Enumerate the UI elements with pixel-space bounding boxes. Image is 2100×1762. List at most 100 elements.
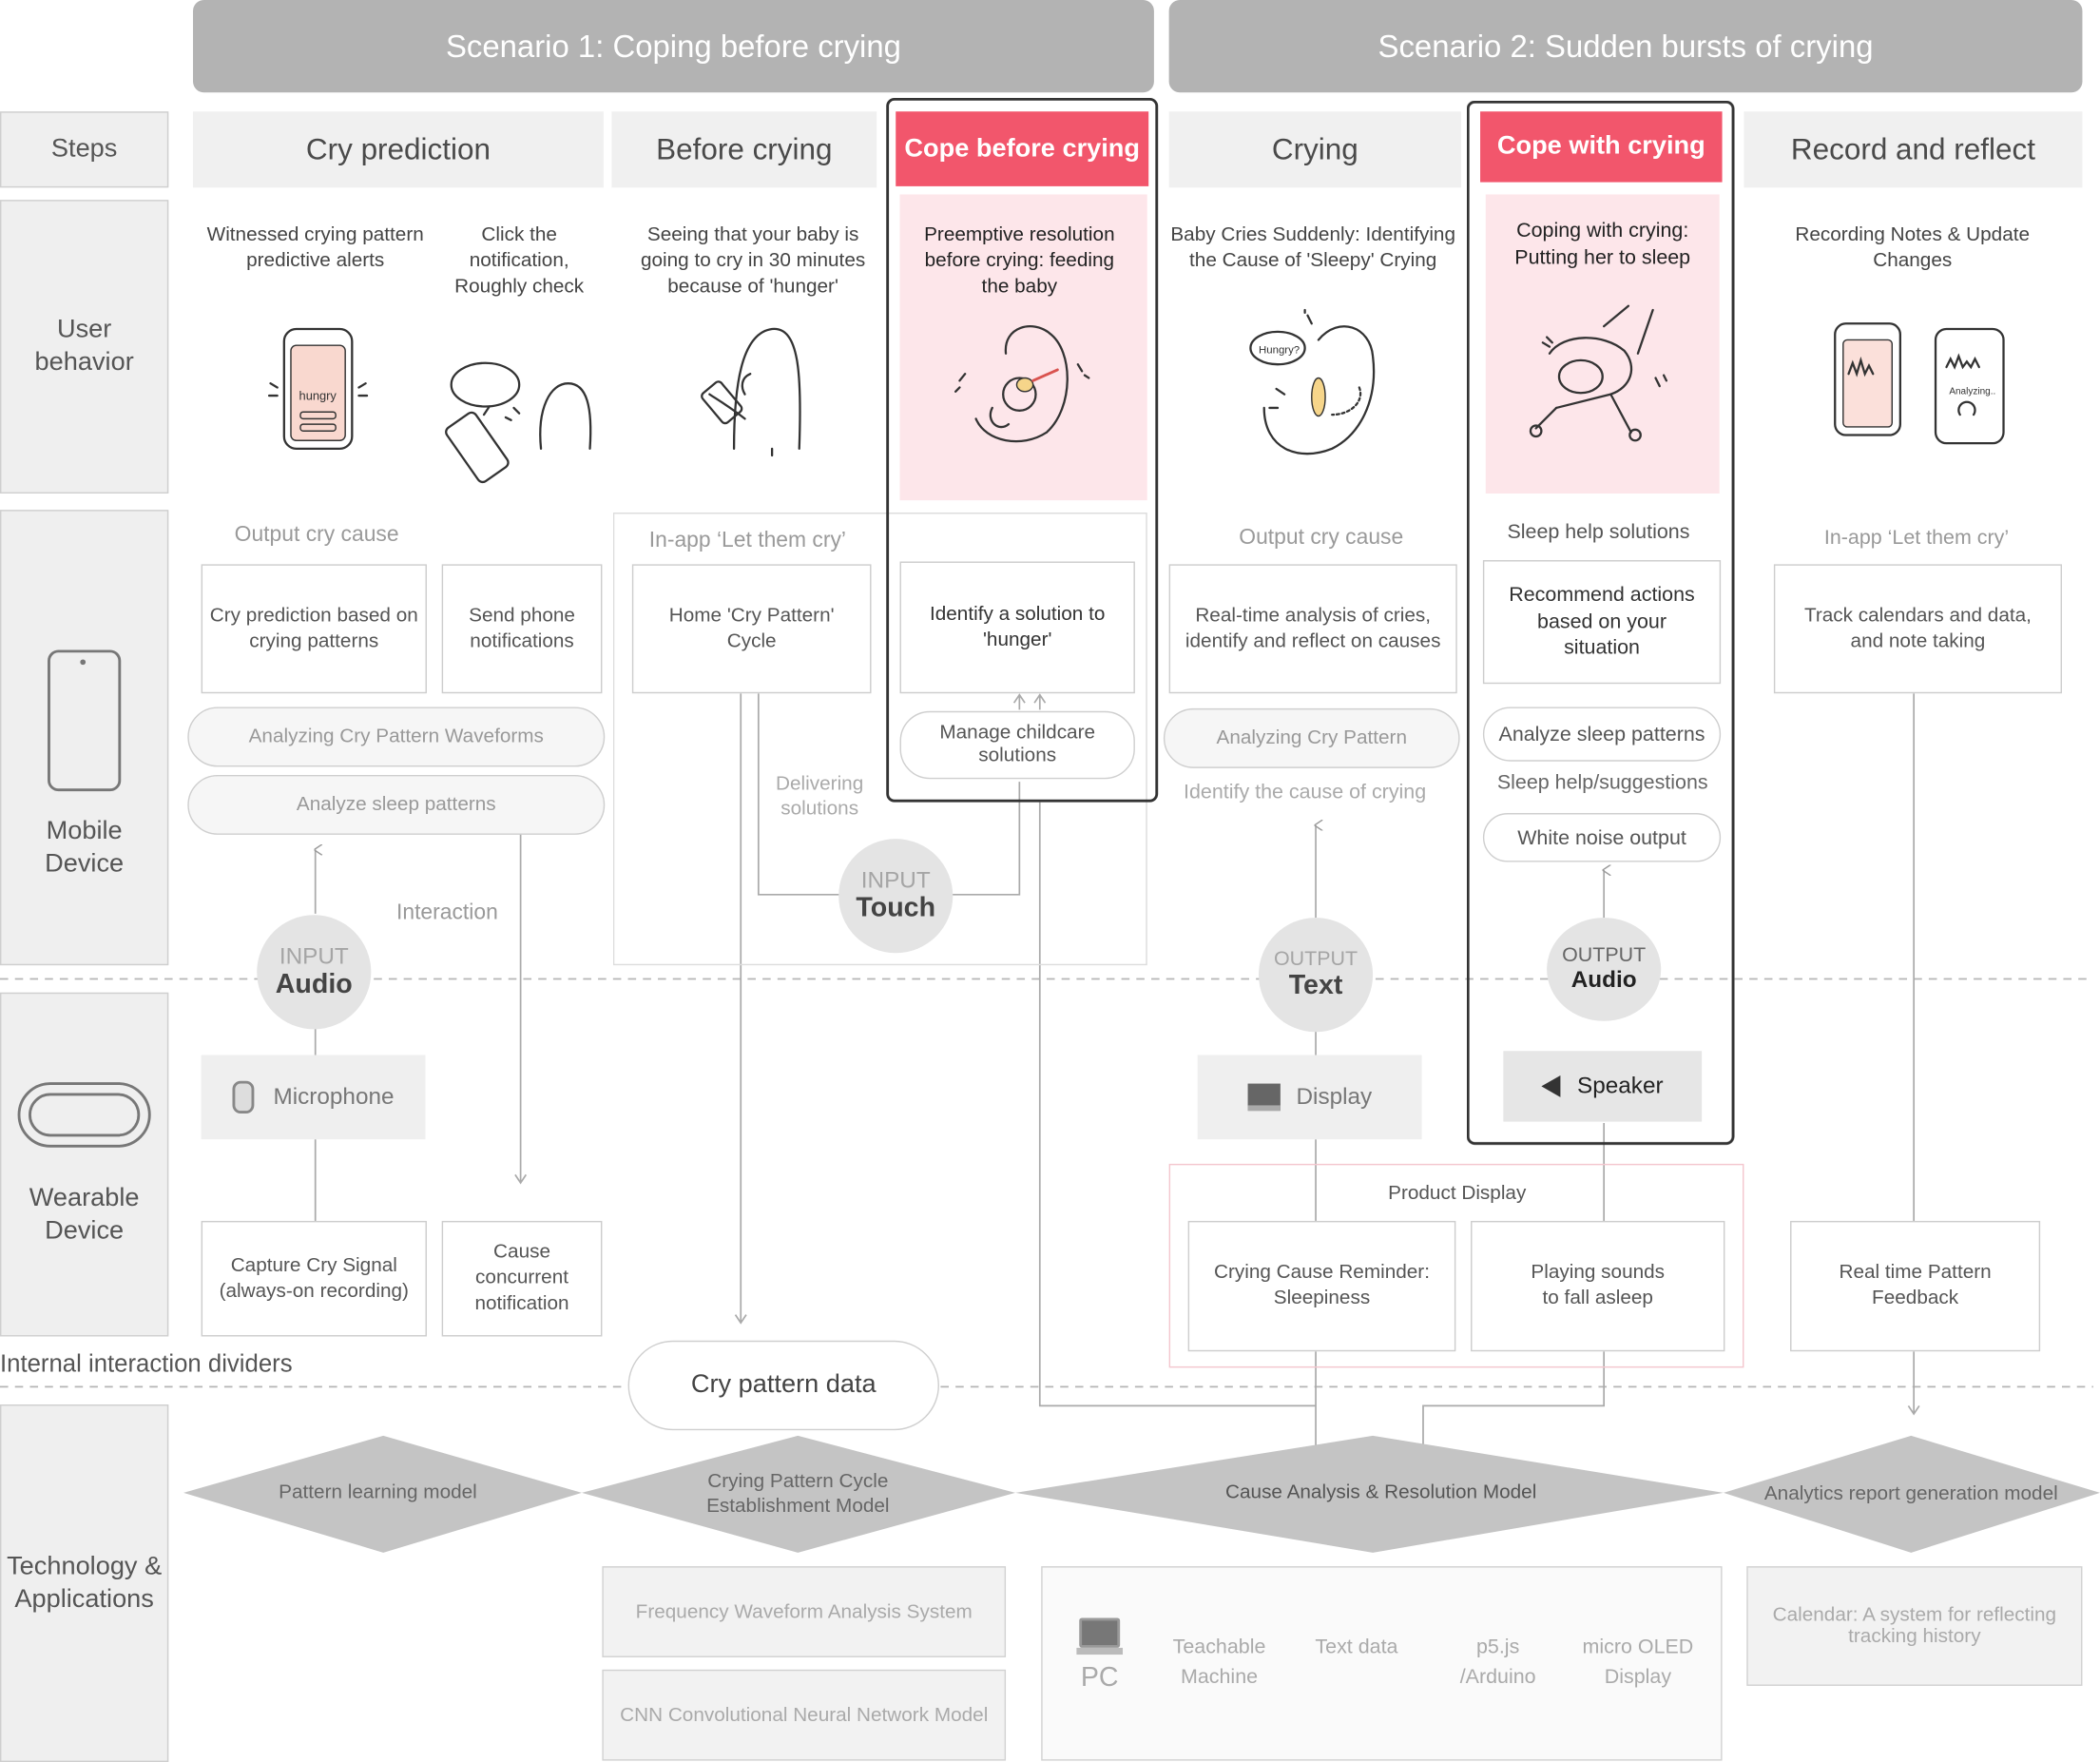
- io-kind: OUTPUT: [1562, 943, 1647, 968]
- process-pill: Analyze sleep patterns: [187, 774, 606, 835]
- system-box: Frequency Waveform Analysis System: [602, 1566, 1007, 1657]
- process-pill: Analyzing Cry Pattern Waveforms: [187, 707, 606, 767]
- device-speaker: Speaker: [1503, 1051, 1703, 1122]
- sketch-label: Analyzing..: [1949, 387, 1995, 397]
- behavior-text: Baby Cries Suddenly: Identifying the Cau…: [1170, 223, 1456, 272]
- step-before-crying: Before crying: [611, 111, 877, 188]
- highlight-frame-cope-with: [1466, 100, 1735, 1145]
- step-cry-prediction: Cry prediction: [193, 111, 604, 188]
- row-label-user-behavior: User behavior: [0, 200, 169, 494]
- flow-label: Delivering solutions: [776, 773, 864, 821]
- suggestion-label: Sleep help/suggestions: [1496, 770, 1708, 795]
- function-box: Identify a solution to 'hunger': [899, 561, 1135, 694]
- function-box: Real time Pattern Feedback: [1790, 1220, 2041, 1352]
- internal-divider-label: Internal interaction dividers: [0, 1349, 293, 1378]
- section-heading: In-app ‘Let them cry’: [648, 529, 847, 552]
- model-diamond: [1015, 1435, 1724, 1553]
- laptop-base: [1076, 1647, 1124, 1656]
- step-crying: Crying: [1168, 111, 1462, 188]
- model-diamond: [183, 1435, 582, 1553]
- io-channel: Touch: [856, 893, 936, 924]
- product-display-label: Product Display: [1388, 1182, 1527, 1205]
- row-label-text: Wearable Device: [29, 1183, 140, 1245]
- system-box: Calendar: A system for reflecting tracki…: [1746, 1566, 2083, 1686]
- model-label: Cause Analysis & Resolution Model: [1225, 1481, 1537, 1504]
- behavior-text: Witnessed crying pattern predictive aler…: [206, 223, 424, 272]
- person-phone-sketch-icon: [445, 361, 592, 484]
- section-heading: Output cry cause: [234, 523, 399, 547]
- input-audio-node: INPUT Audio: [257, 915, 372, 1030]
- behavior-text: Click the notification, Roughly check: [454, 223, 585, 298]
- model-diamond: [1723, 1435, 2100, 1553]
- step-cope-with-crying: Cope with crying: [1480, 111, 1723, 183]
- behavior-text: Recording Notes & Update Changes: [1795, 223, 2031, 272]
- highlight-frame-cope-before: [886, 97, 1159, 803]
- model-label: Analytics report generation model: [1763, 1482, 2058, 1505]
- feeding-sketch-icon: [954, 325, 1090, 443]
- input-touch-node: INPUT Touch: [838, 839, 954, 954]
- io-kind: INPUT: [279, 942, 349, 969]
- step-cope-before-crying: Cope before crying: [896, 111, 1149, 186]
- row-label-steps: Steps: [0, 111, 169, 188]
- row-label-mobile: Mobile Device: [0, 510, 169, 966]
- display-icon: [1247, 1083, 1281, 1112]
- output-audio-node: OUTPUT Audio: [1547, 918, 1662, 1021]
- row-label-text: User behavior: [34, 316, 134, 378]
- function-box: Crying Cause Reminder: Sleepiness: [1187, 1220, 1456, 1352]
- model-diamond: [581, 1435, 1016, 1553]
- speaker-icon: [1541, 1075, 1561, 1097]
- io-kind: INPUT: [860, 866, 931, 893]
- step-record-reflect: Record and reflect: [1744, 111, 2083, 188]
- highlight-panel: [1485, 194, 1720, 494]
- flow-label: Identify the cause of crying: [1184, 780, 1427, 804]
- behavior-text: Coping with crying: Putting her to sleep: [1514, 219, 1691, 269]
- chevron-label: Text data: [1315, 1636, 1398, 1659]
- behavior-text: Preemptive resolution before crying: fee…: [924, 223, 1115, 298]
- person-looking-sketch-icon: [701, 327, 801, 457]
- section-heading: Sleep help solutions: [1507, 520, 1690, 544]
- pc-node: PC: [1066, 1617, 1133, 1713]
- phone-icon: [48, 649, 122, 791]
- in-app-frame: [612, 513, 1147, 966]
- device-display: Display: [1197, 1055, 1422, 1140]
- chevron-label: p5.js /Arduino: [1459, 1636, 1536, 1689]
- function-box: Cause concurrent notification: [441, 1220, 603, 1337]
- device-label: Speaker: [1577, 1073, 1664, 1099]
- function-box: Real-time analysis of cries, identify an…: [1168, 564, 1457, 694]
- function-box: Send phone notifications: [441, 564, 603, 694]
- output-text-node: OUTPUT Text: [1258, 918, 1374, 1033]
- function-box: Track calendars and data, and note takin…: [1773, 564, 2063, 694]
- io-channel: Text: [1288, 971, 1343, 1001]
- wearable-band-icon: [17, 1081, 151, 1148]
- product-display-frame: [1168, 1163, 1744, 1368]
- process-pill: Manage childcare solutions: [899, 710, 1135, 780]
- function-box: Recommend actions based on your situatio…: [1482, 560, 1722, 685]
- sketch-label: hungry: [299, 388, 337, 402]
- laptop-icon: [1079, 1617, 1121, 1648]
- function-box: Playing sounds to fall asleep: [1471, 1220, 1725, 1352]
- io-channel: Audio: [275, 969, 353, 1000]
- section-heading: Output cry cause: [1239, 526, 1404, 550]
- flow-label: Interaction: [395, 900, 498, 925]
- scenario-1-banner: Scenario 1: Coping before crying: [193, 0, 1154, 93]
- row-label-text: Mobile Device: [45, 816, 125, 878]
- device-microphone: Microphone: [201, 1055, 426, 1140]
- highlight-panel: [899, 194, 1147, 501]
- model-label: Pattern learning model: [279, 1481, 477, 1504]
- scenario-2-banner: Scenario 2: Sudden bursts of crying: [1168, 0, 2083, 93]
- chevron-label: micro OLED Display: [1582, 1636, 1694, 1689]
- model-label: Crying Pattern Cycle Establishment Model: [706, 1471, 890, 1518]
- stroller-sketch-icon: [1529, 304, 1668, 442]
- device-label: Display: [1296, 1083, 1373, 1110]
- row-label-text: Technology & Applications: [7, 1552, 163, 1614]
- section-heading: In-app ‘Let them cry’: [1823, 526, 2010, 550]
- process-pill: Analyze sleep patterns: [1482, 707, 1722, 762]
- microphone-icon: [232, 1080, 255, 1114]
- system-box: CNN Convolutional Neural Network Model: [602, 1669, 1007, 1761]
- two-phones-sketch-icon: [1834, 322, 2005, 445]
- pc-label: PC: [1080, 1662, 1119, 1694]
- chevron-label: Teachable Machine: [1172, 1636, 1266, 1689]
- row-label-tech: Technology & Applications: [0, 1404, 169, 1762]
